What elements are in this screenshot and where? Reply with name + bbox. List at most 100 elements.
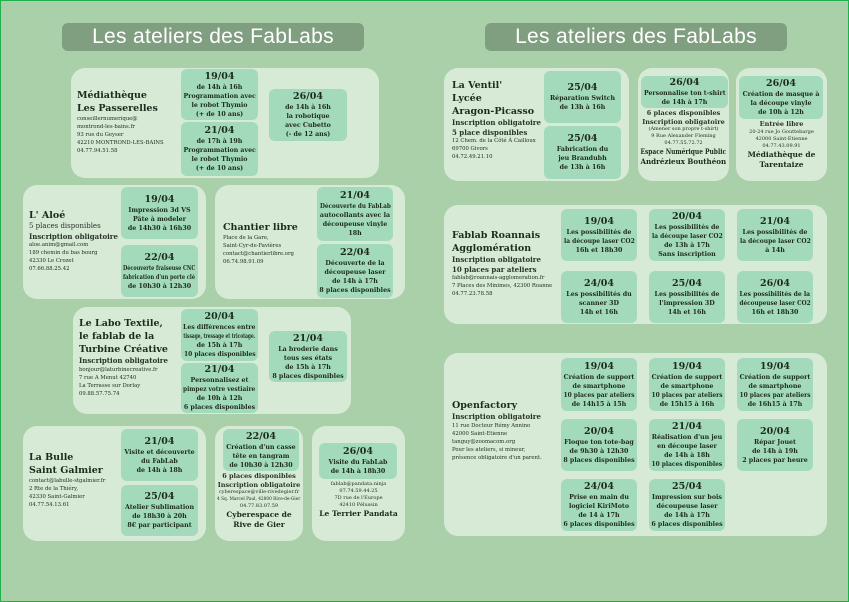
workshop-detail: de 14h à 18h — [136, 466, 183, 474]
workshop-detail: de smartphone — [748, 382, 802, 390]
workshop-detail: 8 places disponibles — [272, 372, 344, 380]
fablab-name: Chantier libre — [223, 222, 298, 233]
workshop-date: 22/04 — [246, 430, 276, 442]
workshop-detail: Personnalisez et — [190, 377, 249, 384]
fablab-contact: contact@chantierlibre.org — [223, 251, 294, 257]
workshop-detail: de smartphone — [660, 382, 714, 390]
fablab-note: Inscription obligatoire — [217, 480, 301, 489]
fablab-contact: 189 chemin du bas bourg — [29, 250, 98, 256]
fablab-contact: 09.88.57.75.74 — [79, 390, 120, 397]
workshop-detail: fabrication d'un porte clé — [123, 273, 196, 281]
workshop-date: 21/04 — [672, 421, 702, 432]
workshop-date: 21/04 — [293, 332, 323, 344]
workshop-date: 21/04 — [144, 435, 175, 447]
fablab-name: Le Terrier Pandata — [319, 509, 398, 518]
workshop-date: 26/04 — [669, 77, 700, 88]
workshop-detail: (+ de 10 ans) — [195, 110, 244, 118]
workshop-detail: Réparation Switch — [549, 95, 616, 102]
fablab-name: L' Aloé — [29, 210, 66, 221]
workshop-date: 19/04 — [584, 215, 614, 227]
fablab-name: Rive de Gier — [233, 520, 285, 529]
workshop-detail: Les différences entre — [183, 324, 256, 331]
fablab-contact: 2 Rte de la Thiéry, — [29, 486, 79, 492]
fablab-contact: bonjour@laturbinecreative.fr — [79, 366, 158, 373]
workshop-detail: tête en tangram — [232, 452, 290, 460]
workshop-date: 25/04 — [672, 277, 702, 289]
workshop-detail: La broderie dans — [278, 345, 338, 353]
workshop-detail: jeu Brandubh — [558, 155, 607, 162]
workshop-detail: Visite du FabLab — [328, 459, 388, 466]
fablab-name: Turbine Créative — [79, 344, 168, 355]
fablab-note: Entrée libre — [759, 120, 804, 128]
workshop-date: 19/04 — [584, 360, 614, 372]
fablab-name: le fablab de la — [79, 331, 155, 342]
workshop-detail: 6 places disponibles — [563, 521, 635, 528]
workshop-detail: Les possibilités du — [566, 290, 632, 298]
workshop-detail: découpeuse vinyle — [322, 221, 388, 228]
workshop-detail: de 9h30 à 12h30 — [569, 447, 629, 455]
workshop-detail: tous ses états — [283, 354, 333, 362]
fablab-contact: 04.72.49.21.10 — [452, 154, 493, 160]
workshop-date: 25/04 — [567, 133, 598, 144]
workshop-detail: de 14h à 17h — [661, 99, 708, 106]
fablab-contact: 42000 Saint-Etienne — [755, 135, 808, 142]
workshop-detail: à 14h — [765, 246, 785, 254]
workshop-date: 25/04 — [567, 82, 598, 93]
fablab-note: Inscription obligatoire — [452, 412, 541, 421]
title-right: Les ateliers des FabLabs — [485, 23, 787, 51]
workshop-date: 24/04 — [584, 277, 614, 289]
fablab-contact: cyberespace@ville-rivedegier.fr — [218, 489, 300, 495]
fablab-note: Inscription obligatoire — [79, 356, 168, 365]
fablab-contact: 42330 Saint-Galmier — [29, 494, 85, 500]
workshop-date: 24/04 — [584, 481, 614, 492]
fablab-contact: 04.77.55.72.72 — [664, 140, 703, 146]
workshop-detail: scanner 3D — [579, 299, 619, 307]
workshop-date: 19/04 — [144, 193, 175, 205]
workshop-detail: Prise en main du — [569, 494, 629, 501]
workshop-detail: Découverte fraiseuse CNC — [123, 264, 196, 272]
fablab-contact: 7D rue de l'Europe — [334, 495, 383, 501]
fablab-name: La Ventil' — [452, 80, 503, 91]
workshop-detail: Personnalise ton t-shirt — [643, 90, 726, 97]
workshop-detail: 8€ par participant — [127, 522, 192, 529]
workshop-detail: avec Cubetto — [285, 122, 331, 129]
fablab-name: Openfactory — [452, 400, 518, 411]
fablab-contact: fablab@pandata.ninja — [330, 481, 387, 487]
fablab-name: Espace Numérique Public — [640, 147, 727, 156]
workshop-detail: de 15h15 à 16h — [659, 400, 715, 408]
workshop-detail: 8 places disponibles — [319, 287, 391, 294]
workshop-detail: autocollants avec la — [319, 212, 391, 219]
workshop-detail: Impression sur bois — [652, 494, 722, 501]
workshop-detail: 16h et 18h30 — [575, 246, 623, 254]
workshop-detail: Atelier Sublimation — [124, 504, 195, 511]
workshop-detail: Création d'un casse — [226, 443, 296, 451]
fablab-contact: tanguy@zoomacom.org — [452, 438, 516, 445]
fablab-contact: Pour les ateliers, si mineur, — [452, 446, 526, 453]
workshop-detail: Répar Jouet — [754, 438, 796, 446]
fablab-note: 5 places disponibles — [29, 222, 101, 230]
workshop-detail: Les possibilités de — [742, 228, 808, 236]
fablab-note: 6 places disponibles — [646, 109, 721, 117]
fablab-contact: 7 rue A Menut 42740 — [79, 374, 137, 381]
fablab-contact: La Terrasse sur Dorlay — [79, 382, 141, 389]
workshop-detail: (- de 12 ans) — [285, 131, 331, 138]
workshop-detail: de 17h à 19h — [196, 138, 243, 145]
workshop-detail: Programmation avec — [183, 92, 256, 100]
workshop-date: 21/04 — [340, 190, 370, 201]
workshop-detail: Pâte à modeler — [132, 215, 186, 223]
fablab-name: Agglomération — [452, 243, 532, 254]
